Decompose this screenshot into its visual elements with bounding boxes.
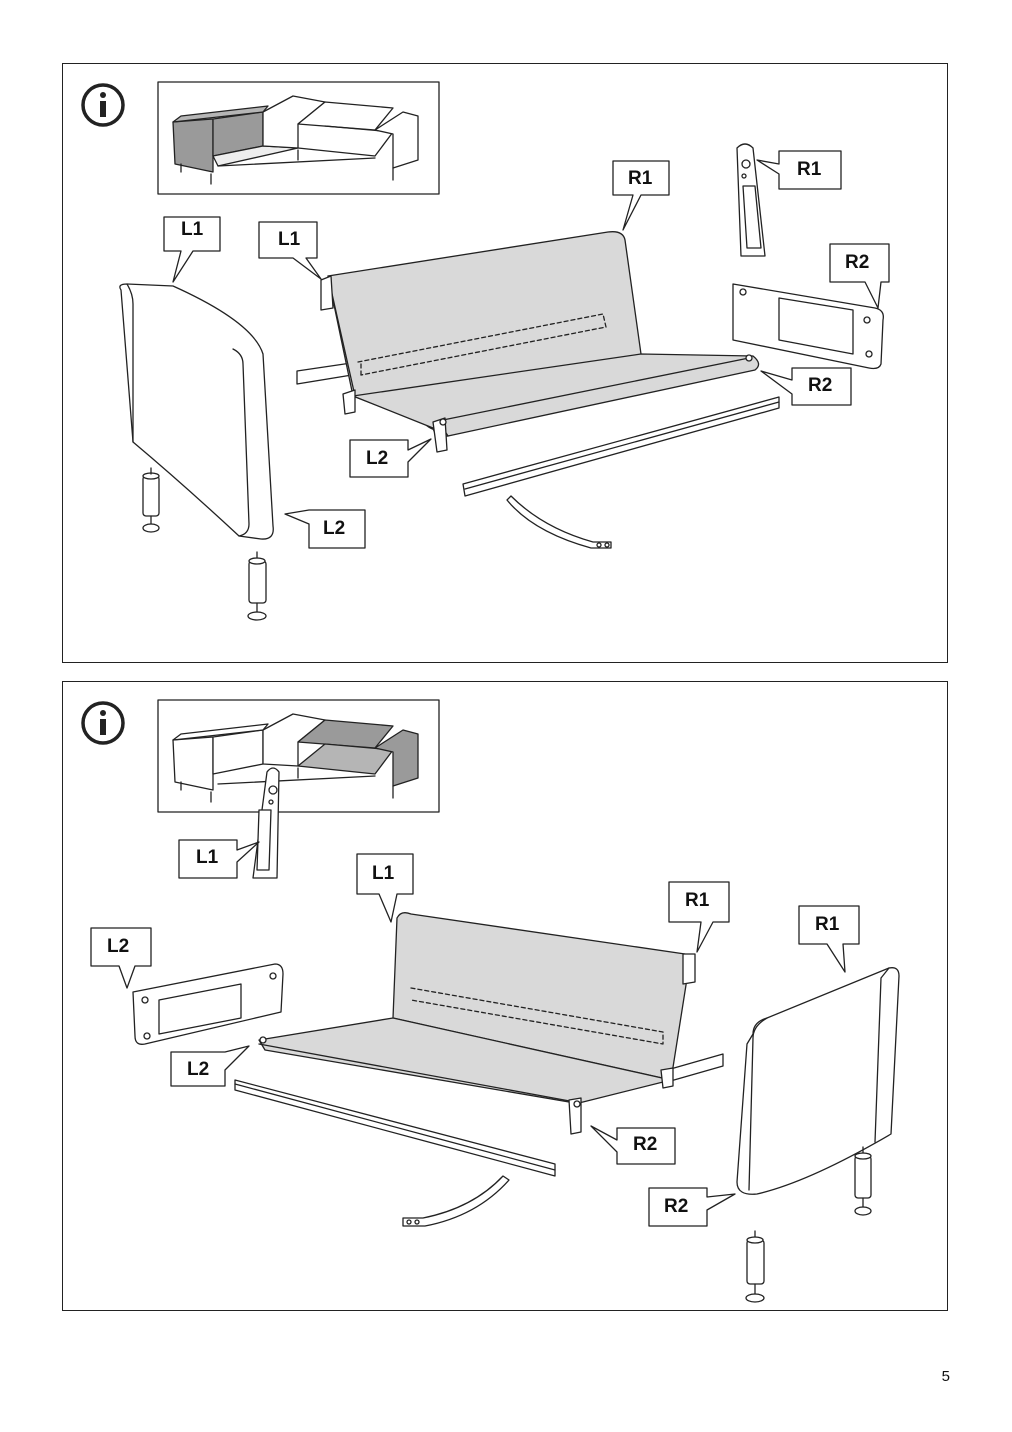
panel-2-illustration: [81, 699, 900, 1303]
label-r2-frame: R2: [808, 375, 833, 396]
label-r1-cushion: R1: [815, 914, 840, 935]
r2-plate: [732, 283, 884, 370]
leg-1: [854, 1146, 872, 1216]
curved-connector: [402, 1175, 510, 1227]
label-r2-cushion: R2: [664, 1196, 689, 1217]
curved-connector: [506, 495, 612, 549]
l2-plate: [132, 963, 284, 1045]
label-r2-plate: R2: [845, 252, 870, 273]
label-r2-frame: R2: [633, 1134, 658, 1155]
front-rail: [234, 1079, 556, 1177]
sofa-overview-thumbnail: [157, 699, 440, 813]
label-l2-frame: L2: [366, 448, 389, 469]
instruction-panel-2: L1 L1 L2 L2 R1 R1 R2 R2: [62, 681, 948, 1311]
r1-bracket: [736, 143, 766, 257]
callouts: [90, 839, 860, 1227]
seat-frame: [320, 231, 760, 453]
label-l2-frame: L2: [187, 1059, 210, 1080]
armrest-cushion: [119, 283, 274, 540]
seat-frame: [258, 912, 724, 1135]
info-icon: [81, 83, 125, 127]
label-r1-frame: R1: [628, 168, 653, 189]
panel-1-illustration: [81, 81, 890, 621]
label-l1-frame: L1: [278, 229, 301, 250]
label-l1-bracket: L1: [196, 847, 219, 868]
info-icon: [81, 701, 125, 745]
label-l2-plate: L2: [107, 936, 130, 957]
label-l1-cushion: L1: [181, 219, 204, 240]
front-rail: [462, 396, 780, 497]
label-l2-cushion: L2: [323, 518, 346, 539]
leg-2: [745, 1230, 765, 1303]
label-l1-frame: L1: [372, 863, 395, 884]
callouts: [163, 150, 890, 549]
leg-2: [247, 551, 267, 621]
label-r1-bracket: R1: [797, 159, 822, 180]
instruction-panel-1: L1 L1 R1 R1 R2 R2 L2 L2: [62, 63, 948, 663]
sofa-overview-thumbnail: [157, 81, 440, 195]
label-r1-frame: R1: [685, 890, 710, 911]
leg-1: [142, 467, 160, 533]
armrest-cushion: [736, 967, 900, 1195]
l1-bracket: [252, 767, 280, 879]
page-number: 5: [941, 1368, 950, 1385]
